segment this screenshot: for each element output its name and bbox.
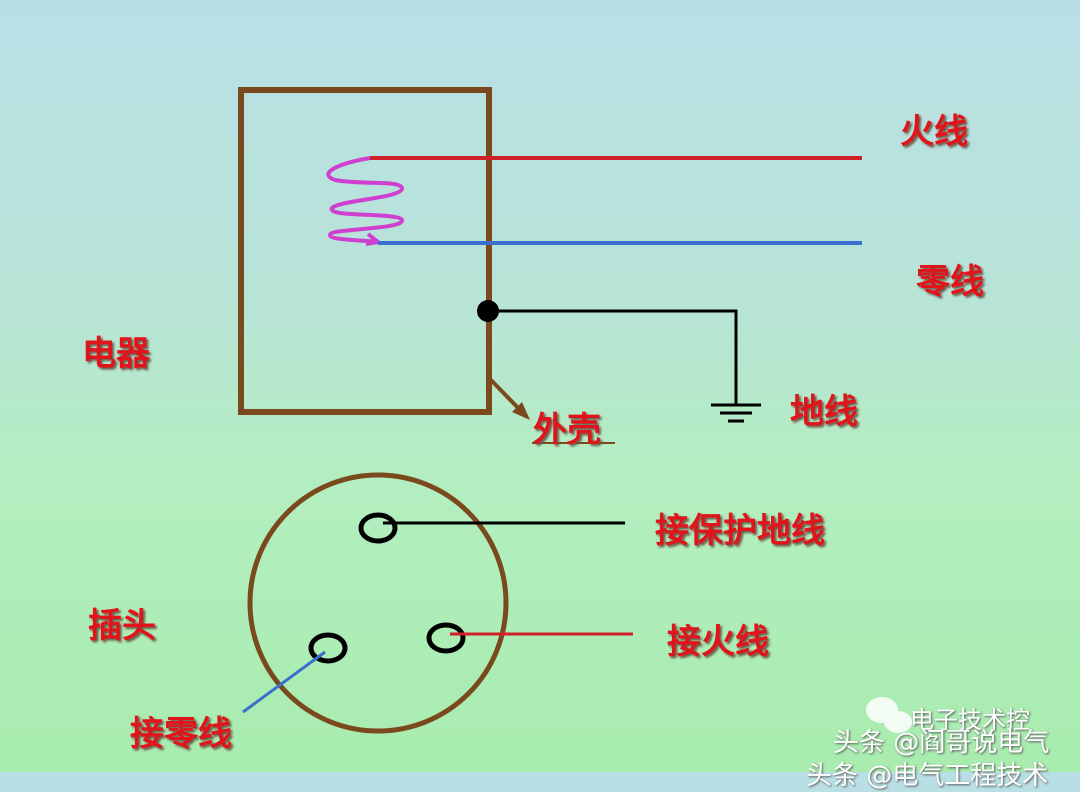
diagram xyxy=(238,87,912,734)
neutral-wire-label: 零线 xyxy=(916,262,984,302)
neutral-pin xyxy=(308,632,348,664)
pin-neutral-label: 接零线 xyxy=(130,714,232,754)
ground-wire-label: 地线 xyxy=(790,392,858,432)
watermark-wechat: 电子技术控 xyxy=(910,706,1030,734)
appliance-label: 电器 xyxy=(82,334,150,374)
enclosure-label: 外壳 xyxy=(533,410,601,450)
ground-symbol-icon xyxy=(711,403,761,423)
enclosure-pointer-arrow xyxy=(489,378,530,420)
live-pin xyxy=(426,622,466,654)
plug-outline xyxy=(247,472,509,734)
pin-live-label: 接火线 xyxy=(667,622,769,662)
wechat-icon xyxy=(866,697,912,733)
live-wire-label: 火线 xyxy=(900,112,968,152)
neutral-pin-leader xyxy=(242,650,326,714)
appliance-enclosure xyxy=(238,87,492,415)
ground-wire xyxy=(488,309,738,405)
watermark-line1: 头条 @阎哥说电气 xyxy=(833,728,1050,758)
plug-label: 插头 xyxy=(88,606,156,646)
heater-coil xyxy=(326,156,405,246)
pin-ground-label: 接保护地线 xyxy=(655,511,825,551)
watermark-line2: 头条 @电气工程技术 xyxy=(806,761,1049,791)
ground-pin xyxy=(358,512,398,544)
